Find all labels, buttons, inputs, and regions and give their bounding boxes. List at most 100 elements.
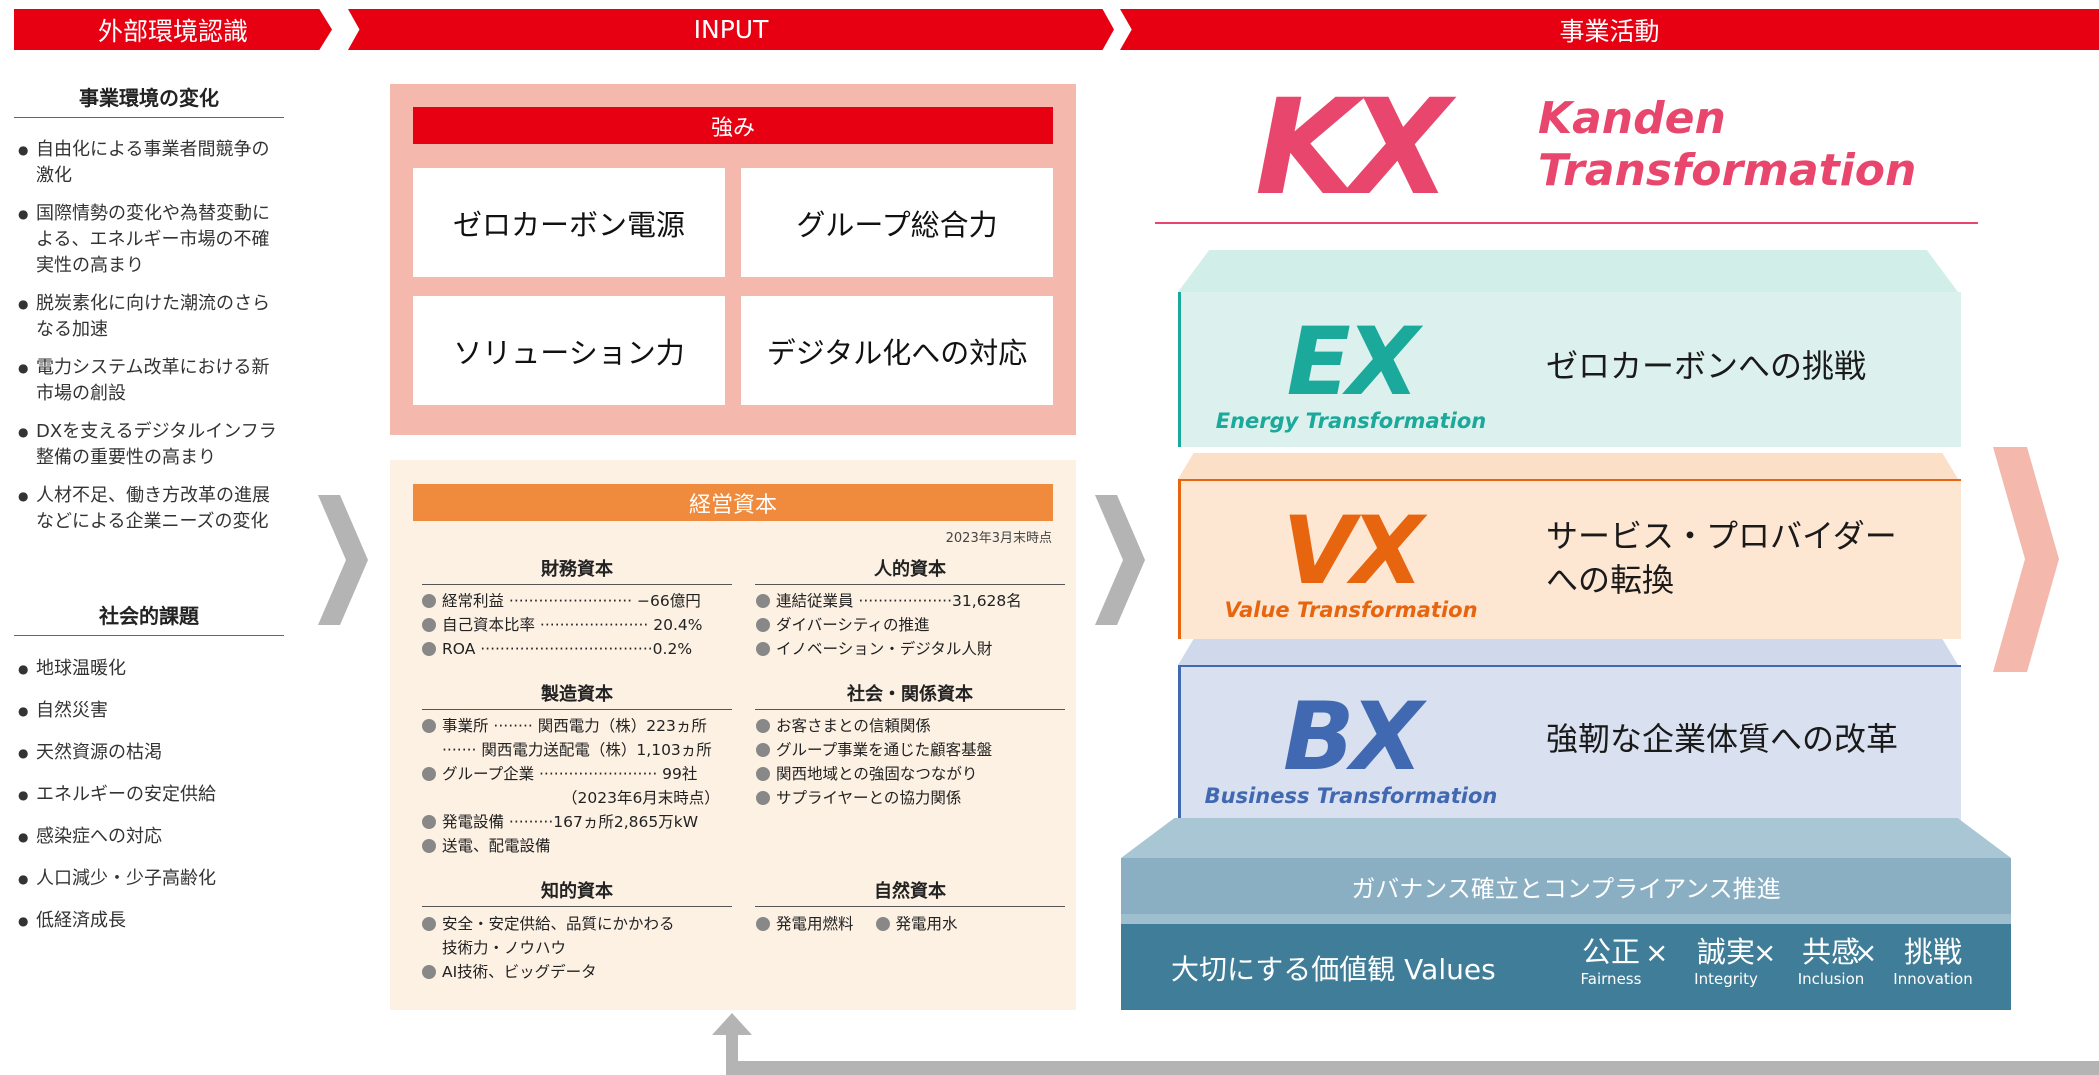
header-input: INPUT — [348, 9, 1114, 50]
ex-description: ゼロカーボンへの挑戦 — [1546, 347, 1867, 385]
list-item: AI技術、ビッグデータ — [422, 960, 675, 984]
ex-subtitle: Energy Transformation — [1215, 409, 1487, 433]
bx-logo: BX — [1282, 683, 1423, 792]
list-item: 発電用水 — [875, 912, 958, 936]
value-inclusion: 共感 Inclusion — [1783, 934, 1879, 988]
vx-description: サービス・プロバイダー への転換 — [1546, 514, 1897, 602]
list-item: グループ企業 ························ 99社 — [422, 762, 720, 786]
kx-title-line2: Transformation — [1538, 145, 1917, 196]
strength-group: グループ総合力 — [741, 168, 1053, 277]
financial-capital-list: 経常利益 ························· −66億円 自己資… — [422, 589, 703, 661]
intellectual-capital-title: 知的資本 — [422, 877, 732, 907]
list-item: お客さまとの信頼関係 — [756, 714, 992, 738]
list-item: DXを支えるデジタルインフラ整備の重要性の高まり — [18, 419, 283, 471]
header-business-label: 事業活動 — [1559, 16, 1660, 46]
list-item: 脱炭素化に向けた潮流のさらなる加速 — [18, 291, 283, 343]
vx-logo: VX — [1282, 497, 1423, 606]
chevron-right-icon — [318, 495, 368, 625]
governance-band: ガバナンス確立とコンプライアンス推進 — [1121, 858, 2011, 914]
list-item-continued: （2023年6月末時点） — [562, 789, 720, 807]
list-item: グループ事業を通じた顧客基盤 — [756, 738, 992, 762]
strength-solution: ソリューション力 — [413, 296, 725, 405]
vx-panel: VX Value Transformation サービス・プロバイダー への転換 — [1178, 479, 1961, 639]
list-item: 低経済成長 — [18, 908, 283, 934]
ex-panel: EX Energy Transformation ゼロカーボンへの挑戦 — [1178, 292, 1961, 447]
strength-label: ゼロカーボン電源 — [452, 207, 685, 242]
list-item: 連結従業員 ···················31,628名 — [756, 589, 1022, 613]
financial-capital-title: 財務資本 — [422, 555, 732, 585]
social-issues-list: 地球温暖化 自然災害 天然資源の枯渇 エネルギーの安定供給 感染症への対応 人口… — [18, 656, 283, 950]
strengths-title-label: 強み — [710, 115, 755, 141]
list-item: 事業所 ········ 関西電力（株）223ヵ所 — [422, 714, 720, 738]
values-band: 大切にする価値観 Values 公正 Fairness × 誠実 Integri… — [1121, 924, 2011, 1010]
list-item: 発電設備 ·········167ヵ所2,865万kW — [422, 810, 720, 834]
list-item: 感染症への対応 — [18, 824, 283, 850]
strength-digital: デジタル化への対応 — [741, 296, 1053, 405]
list-item: 国際情勢の変化や為替変動による、エネルギー市場の不確実性の高まり — [18, 201, 283, 279]
bx-panel: BX Business Transformation 強靭な企業体質への改革 — [1178, 665, 1961, 827]
list-item: 送電、配電設備 — [422, 834, 720, 858]
list-item: 天然資源の枯渇 — [18, 740, 283, 766]
natural-capital-list: 発電用燃料 発電用水 — [756, 912, 958, 936]
manufactured-capital-title: 製造資本 — [422, 680, 732, 710]
times-symbol: × — [1753, 936, 1777, 969]
header-input-label: INPUT — [693, 15, 769, 44]
value-innovation: 挑戦 Innovation — [1881, 934, 1985, 988]
header-external-label: 外部環境認識 — [97, 16, 248, 46]
list-item: 人材不足、働き方改革の進展などによる企業ニーズの変化 — [18, 483, 283, 535]
capital-title-label: 経営資本 — [688, 492, 777, 518]
list-item-continued: 技術力・ノウハウ — [442, 939, 567, 957]
bx-description: 強靭な企業体質への改革 — [1546, 720, 1899, 758]
list-item: 人口減少・少子高齢化 — [18, 866, 283, 892]
kx-logo: KX — [1255, 71, 1451, 225]
list-item: 経常利益 ························· −66億円 — [422, 589, 703, 613]
vx-bevel — [1178, 453, 1958, 479]
strengths-title: 強み — [413, 107, 1053, 144]
list-item: 安全・安定供給、品質にかかわる — [422, 912, 675, 936]
times-symbol: × — [1854, 936, 1878, 969]
vx-description-line1: サービス・プロバイダー — [1546, 517, 1897, 555]
bx-bevel — [1178, 639, 1958, 665]
value-en: Fairness — [1580, 970, 1642, 988]
list-item: 自由化による事業者間競争の激化 — [18, 137, 283, 189]
bx-subtitle: Business Transformation — [1204, 784, 1498, 808]
feedback-arrow-icon — [712, 1013, 2099, 1075]
list-item: ダイバーシティの推進 — [756, 613, 1022, 637]
value-jp: 共感 — [1801, 935, 1860, 969]
list-item: 関西地域との強固なつながり — [756, 762, 992, 786]
human-capital-title: 人的資本 — [755, 555, 1065, 585]
kx-title-line1: Kanden — [1538, 93, 1726, 144]
list-item: サプライヤーとの協力関係 — [756, 786, 992, 810]
ex-logo: EX — [1286, 308, 1420, 417]
value-en: Inclusion — [1797, 970, 1865, 988]
list-item: 電力システム改革における新市場の創設 — [18, 355, 283, 407]
intellectual-capital-list: 安全・安定供給、品質にかかわる 技術力・ノウハウ AI技術、ビッグデータ — [422, 912, 675, 984]
vx-description-line2: への転換 — [1546, 561, 1675, 599]
values-label: 大切にする価値観 Values — [1171, 953, 1496, 986]
value-jp: 公正 — [1581, 935, 1640, 969]
list-item: 地球温暖化 — [18, 656, 283, 682]
value-fairness: 公正 Fairness — [1571, 934, 1651, 988]
vx-subtitle: Value Transformation — [1224, 598, 1478, 622]
header-business: 事業活動 — [1120, 9, 2099, 50]
manufactured-capital-list: 事業所 ········ 関西電力（株）223ヵ所 ······· 関西電力送配… — [422, 714, 720, 858]
strength-label: デジタル化への対応 — [766, 335, 1028, 370]
list-item: ROA ···································0… — [422, 637, 703, 661]
list-item-continued: ······· 関西電力送配電（株）1,103ヵ所 — [442, 741, 712, 759]
header-external: 外部環境認識 — [14, 9, 332, 50]
kx-underline — [1155, 222, 1978, 224]
business-env-title: 事業環境の変化 — [14, 82, 284, 118]
strength-label: グループ総合力 — [796, 207, 998, 242]
natural-capital-title: 自然資本 — [755, 877, 1065, 907]
list-item: 自然災害 — [18, 698, 283, 724]
list-item: イノベーション・デジタル人財 — [756, 637, 1022, 661]
value-en: Integrity — [1694, 970, 1758, 988]
value-integrity: 誠実 Integrity — [1678, 934, 1774, 988]
value-jp: 誠実 — [1696, 935, 1755, 969]
social-capital-list: お客さまとの信頼関係 グループ事業を通じた顧客基盤 関西地域との強固なつながり … — [756, 714, 992, 810]
governance-label: ガバナンス確立とコンプライアンス推進 — [1351, 874, 1781, 903]
chevron-right-icon — [1095, 495, 1145, 625]
times-symbol: × — [1645, 936, 1669, 969]
capital-title: 経営資本 — [413, 484, 1053, 521]
capital-panel — [390, 460, 1076, 1010]
